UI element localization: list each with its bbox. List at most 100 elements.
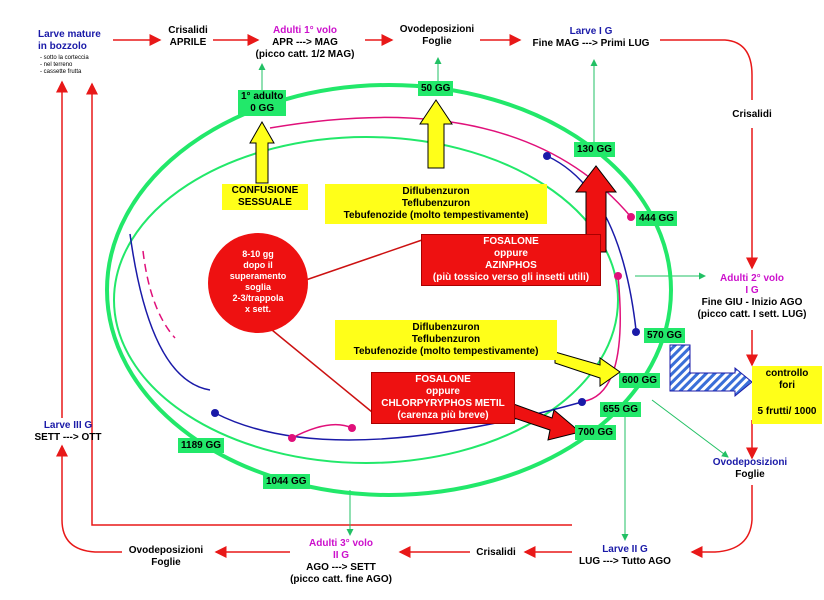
adulti-1-period: APR ---> MAG [272, 37, 338, 48]
diflu-1-line: Teflubenzuron [401, 198, 471, 209]
larve-mature-notes: - sotto la corteccia - nel terreno - cas… [40, 55, 89, 76]
stage-crisalidi-right: Crisalidi [724, 109, 780, 121]
crisalidi-right-label: Crisalidi [732, 109, 772, 120]
adulti-3-generation: II G [332, 550, 350, 561]
fosalone-1-line: AZINPHOS [485, 260, 537, 271]
circle-line: soglia [244, 282, 271, 292]
box-confusione: CONFUSIONE SESSUALE [222, 184, 308, 210]
adulti-1-title: Adulti 1° volo [273, 25, 337, 36]
diflu-1-line: Tebufenozide (molto tempestivamente) [343, 210, 529, 221]
adulti-2-period: Fine GIU - Inizio AGO [701, 297, 803, 308]
arc-endpoints [211, 152, 640, 442]
yellow-arrow-confusione [249, 120, 275, 184]
larve-3g-period: SETT ---> OTT [34, 432, 102, 443]
fosalone-1-line: FOSALONE [483, 236, 539, 247]
stage-adulti-1: Adulti 1° volo APR ---> MAG (picco catt.… [240, 25, 370, 61]
adulti-3-period: AGO ---> SETT [306, 562, 376, 573]
circle-line: 2-3/trappola [232, 293, 284, 303]
stage-crisalidi-bottom: Crisalidi [468, 547, 524, 559]
stage-ovodep-3: Ovodeposizioni Foglie [120, 545, 212, 569]
outer-ellipse [105, 83, 673, 497]
fosalone-2-line: (carenza più breve) [397, 410, 489, 421]
adulti-2-title: Adulti 2° volo [720, 273, 784, 284]
gg-130: 130 GG [574, 142, 616, 157]
stage-ovodep-1: Ovodeposizioni Foglie [392, 24, 482, 48]
red-arrow-fosalone-1 [574, 165, 618, 253]
crisalidi-bottom-label: Crisalidi [476, 547, 516, 558]
adulti-3-peak: (picco catt. fine AGO) [290, 574, 392, 585]
confusione-line: CONFUSIONE [231, 185, 299, 196]
fosalone-1-line: oppure [494, 248, 528, 259]
gg-50: 50 GG [418, 81, 454, 96]
box-fosalone-2: FOSALONE oppure CHLORPYRYPHOS METIL (car… [371, 372, 515, 424]
ovodep-3-label: Ovodeposizioni [128, 545, 204, 556]
primo-adulto-label: 1° adulto [241, 91, 284, 102]
gg-570: 570 GG [644, 328, 686, 343]
adulti-3-title: Adulti 3° volo [309, 538, 373, 549]
gg-700: 700 GG [575, 425, 617, 440]
controllo-line: fori [778, 380, 796, 391]
adulti-2-peak: (picco catt. I sett. LUG) [697, 309, 807, 320]
gg-655: 655 GG [600, 402, 642, 417]
inner-ellipse [113, 136, 619, 464]
stage-adulti-2: Adulti 2° volo I G Fine GIU - Inizio AGO… [680, 273, 824, 321]
larve-1g-period: Fine MAG ---> Primi LUG [532, 38, 650, 49]
note-item: - sotto la corteccia [40, 55, 89, 61]
circle-connectors [271, 239, 423, 413]
box-diflu-2: Diflubenzuron Teflubenzuron Tebufenozide… [335, 320, 557, 360]
adulti-1-peak: (picco catt. 1/2 MAG) [255, 49, 355, 60]
crisalidi-label: Crisalidi [168, 25, 208, 36]
diflu-2-line: Tebufenozide (molto tempestivamente) [353, 346, 539, 357]
green-arrows [258, 57, 729, 541]
note-item: - cassette frutta [40, 69, 82, 75]
fosalone-1-line: (più tossico verso gli insetti utili) [432, 272, 590, 283]
larve-1g-title: Larve I G [569, 26, 613, 37]
threshold-circle [208, 233, 308, 333]
larve-mature-title: Larve mature [38, 29, 101, 40]
ovodep-2-site: Foglie [735, 469, 765, 480]
fosalone-2-line: FOSALONE [415, 374, 471, 385]
adulti-2-generation: I G [745, 285, 759, 296]
larve-3g-title: Larve III G [43, 420, 93, 431]
note-item: - nel terreno [40, 62, 73, 68]
stage-crisalidi-aprile: Crisalidi APRILE [162, 25, 214, 49]
primo-adulto-gg: 0 GG [250, 103, 275, 114]
yellow-arrow-diflu-1 [419, 99, 453, 169]
gg-444: 444 GG [636, 211, 678, 226]
fosalone-2-line: CHLORPYRYPHOS METIL [381, 398, 505, 409]
stage-larve-mature: Larve mature in bozzolo [38, 29, 101, 53]
circle-line: dopo il [243, 260, 273, 270]
gg-1189: 1189 GG [178, 438, 225, 453]
larve-2g-period: LUG ---> Tutto AGO [579, 556, 671, 567]
threshold-circle-text: 8-10 gg dopo il superamento soglia 2-3/t… [212, 249, 304, 315]
box-controllo: controllo fori 5 frutti/ 1000 [752, 366, 822, 424]
larve-2g-title: Larve II G [602, 544, 648, 555]
gg-1044: 1044 GG [263, 474, 310, 489]
crisalidi-month: APRILE [169, 37, 207, 48]
ovodep-1-site: Foglie [422, 36, 452, 47]
circle-line: superamento [229, 271, 287, 281]
gg-600: 600 GG [619, 373, 661, 388]
controllo-line: 5 frutti/ 1000 [757, 406, 817, 417]
larve-mature-subtitle: in bozzolo [38, 41, 87, 52]
yellow-arrow-diflu-2 [554, 351, 621, 387]
stage-ovodep-2: Ovodeposizioni Foglie [704, 457, 796, 481]
circle-line: 8-10 gg [242, 249, 274, 259]
controllo-line: controllo [765, 368, 809, 379]
ovodep-1-label: Ovodeposizioni [399, 24, 475, 35]
diflu-1-line: Diflubenzuron [402, 186, 470, 197]
ovodep-2-title: Ovodeposizioni [712, 457, 788, 468]
stage-larve-2g: Larve II G LUG ---> Tutto AGO [566, 544, 684, 568]
box-diflu-1: Diflubenzuron Teflubenzuron Tebufenozide… [325, 184, 547, 224]
circle-line: x sett. [244, 304, 271, 314]
hatched-arrow-controllo [669, 344, 753, 398]
red-arrow-fosalone-2 [504, 401, 582, 441]
gg-primo-adulto: 1° adulto 0 GG [238, 90, 287, 116]
fosalone-2-line: oppure [426, 386, 460, 397]
diflu-2-line: Diflubenzuron [412, 322, 480, 333]
stage-adulti-3: Adulti 3° volo II G AGO ---> SETT (picco… [278, 538, 404, 586]
confusione-line: SESSUALE [238, 197, 292, 208]
outer-cycle-arrows [56, 34, 758, 558]
ovodep-3-site: Foglie [151, 557, 181, 568]
